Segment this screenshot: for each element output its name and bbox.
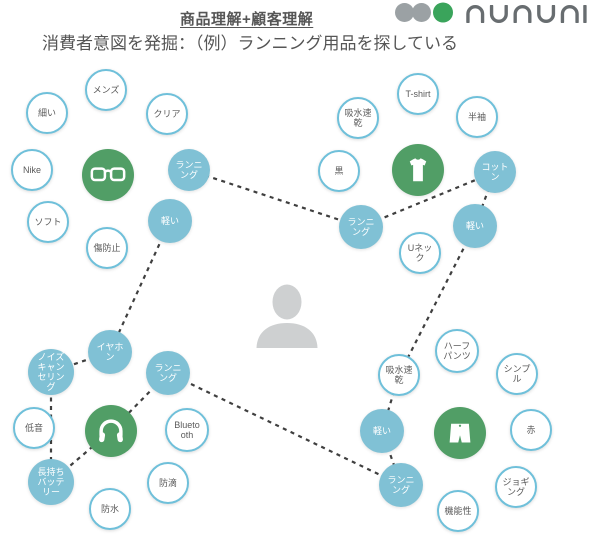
sh-hub-node bbox=[434, 407, 486, 459]
keyword-label: ランニング bbox=[387, 474, 415, 495]
hp-running-node: ランニング bbox=[146, 351, 190, 395]
gl-nike-node: Nike bbox=[11, 149, 53, 191]
ts-hub-node bbox=[392, 144, 444, 196]
keyword-label: 赤 bbox=[526, 424, 536, 435]
keyword-label: T-shirt bbox=[405, 88, 431, 99]
sh-halfpants-node: ハーフパンツ bbox=[435, 329, 479, 373]
keyword-label: 傷防止 bbox=[93, 242, 121, 253]
link-gl-light-hp-earphone bbox=[108, 220, 172, 353]
hp-earphone-node: イヤホン bbox=[88, 330, 132, 374]
shorts-icon bbox=[445, 418, 475, 448]
keyword-label: 吸水速乾 bbox=[344, 107, 372, 128]
ts-quickdry-node: 吸水速乾 bbox=[337, 97, 379, 139]
hp-dripproof-node: 防滴 bbox=[147, 462, 189, 504]
tshirt-icon bbox=[403, 155, 433, 185]
gl-slim-node: 細い bbox=[26, 92, 68, 134]
sh-running-node: ランニング bbox=[379, 463, 423, 507]
sh-functional-node: 機能性 bbox=[437, 490, 479, 532]
person-icon bbox=[256, 284, 318, 348]
page-subtitle: 消費者意図を発掘：（例）ランニング用品を探している bbox=[42, 34, 458, 53]
page-title: 商品理解+顧客理解 bbox=[180, 11, 314, 28]
ts-cotton-node: コットン bbox=[474, 151, 516, 193]
ts-shortsleeve-node: 半袖 bbox=[456, 96, 498, 138]
sh-quickdry-node: 吸水速乾 bbox=[378, 354, 420, 396]
ts-black-node: 黒 bbox=[318, 150, 360, 192]
ts-light-node: 軽い bbox=[453, 204, 497, 248]
keyword-label: ソフト bbox=[34, 216, 62, 227]
gl-clear-node: クリア bbox=[146, 93, 188, 135]
hp-waterproof-node: 防水 bbox=[89, 488, 131, 530]
keyword-label: 防滴 bbox=[158, 477, 177, 488]
keyword-label: Nike bbox=[22, 164, 41, 175]
keyword-label: ランニング bbox=[154, 362, 182, 383]
keyword-label: クリア bbox=[153, 108, 181, 119]
hp-noisecancel-node: ノイズキャンセリング bbox=[28, 349, 74, 395]
link-ts-running-ts-cotton bbox=[360, 170, 496, 229]
keyword-label: Uネック bbox=[407, 242, 433, 263]
gl-scratchproof-node: 傷防止 bbox=[86, 227, 128, 269]
keyword-label: ノイズキャンセリング bbox=[37, 351, 65, 393]
link-ts-light-sh-quickdry bbox=[398, 225, 476, 376]
hp-bass-node: 低音 bbox=[13, 407, 55, 449]
sh-light-node: 軽い bbox=[360, 409, 404, 453]
keyword-label: ハーフパンツ bbox=[443, 340, 471, 361]
sh-jogging-node: ジョギング bbox=[495, 466, 537, 508]
keyword-label: ランニング bbox=[175, 159, 203, 180]
keyword-label: 長持ちバッテリー bbox=[37, 466, 65, 498]
gl-mens-node: メンズ bbox=[85, 69, 127, 111]
link-hp-running-sh-running bbox=[167, 372, 402, 486]
sh-simple-node: シンプル bbox=[496, 353, 538, 395]
ts-uneck-node: Uネック bbox=[399, 232, 441, 274]
keyword-label: 吸水速乾 bbox=[385, 364, 413, 385]
keyword-label: 軽い bbox=[465, 220, 484, 231]
keyword-label: 防水 bbox=[100, 503, 119, 514]
keyword-label: ジョギング bbox=[502, 476, 530, 497]
sh-red-node: 赤 bbox=[510, 409, 552, 451]
keyword-label: 黒 bbox=[334, 165, 344, 176]
glasses-icon bbox=[90, 166, 126, 185]
keyword-label: イヤホン bbox=[96, 341, 124, 362]
hp-hub-node bbox=[85, 405, 137, 457]
keyword-label: シンプル bbox=[503, 363, 531, 384]
keyword-label: ランニング bbox=[347, 216, 375, 237]
logo-dots-icon bbox=[395, 2, 453, 23]
keyword-label: 機能性 bbox=[444, 505, 472, 516]
gl-soft-node: ソフト bbox=[27, 201, 69, 243]
keyword-label: コットン bbox=[481, 161, 509, 182]
keyword-label: 低音 bbox=[24, 422, 43, 433]
headphones-icon bbox=[95, 415, 127, 447]
keyword-label: 軽い bbox=[372, 425, 391, 436]
ts-running-node: ランニング bbox=[339, 205, 383, 249]
keyword-label: メンズ bbox=[92, 84, 120, 95]
nununi-logo[interactable] bbox=[394, 1, 594, 27]
keyword-label: Bluetooth bbox=[174, 419, 200, 440]
hp-bluetooth-node: Bluetooth bbox=[165, 408, 209, 452]
gl-light-node: 軽い bbox=[148, 199, 192, 243]
hp-battery-node: 長持ちバッテリー bbox=[28, 459, 74, 505]
logo-wordmark-icon bbox=[466, 5, 587, 23]
keyword-label: 半袖 bbox=[467, 111, 486, 122]
ts-tshirt-node: T-shirt bbox=[397, 73, 439, 115]
keyword-label: 軽い bbox=[160, 215, 179, 226]
keyword-label: 細い bbox=[37, 107, 56, 118]
gl-running-node: ランニング bbox=[168, 149, 210, 191]
glasses-hub-node bbox=[82, 149, 134, 201]
